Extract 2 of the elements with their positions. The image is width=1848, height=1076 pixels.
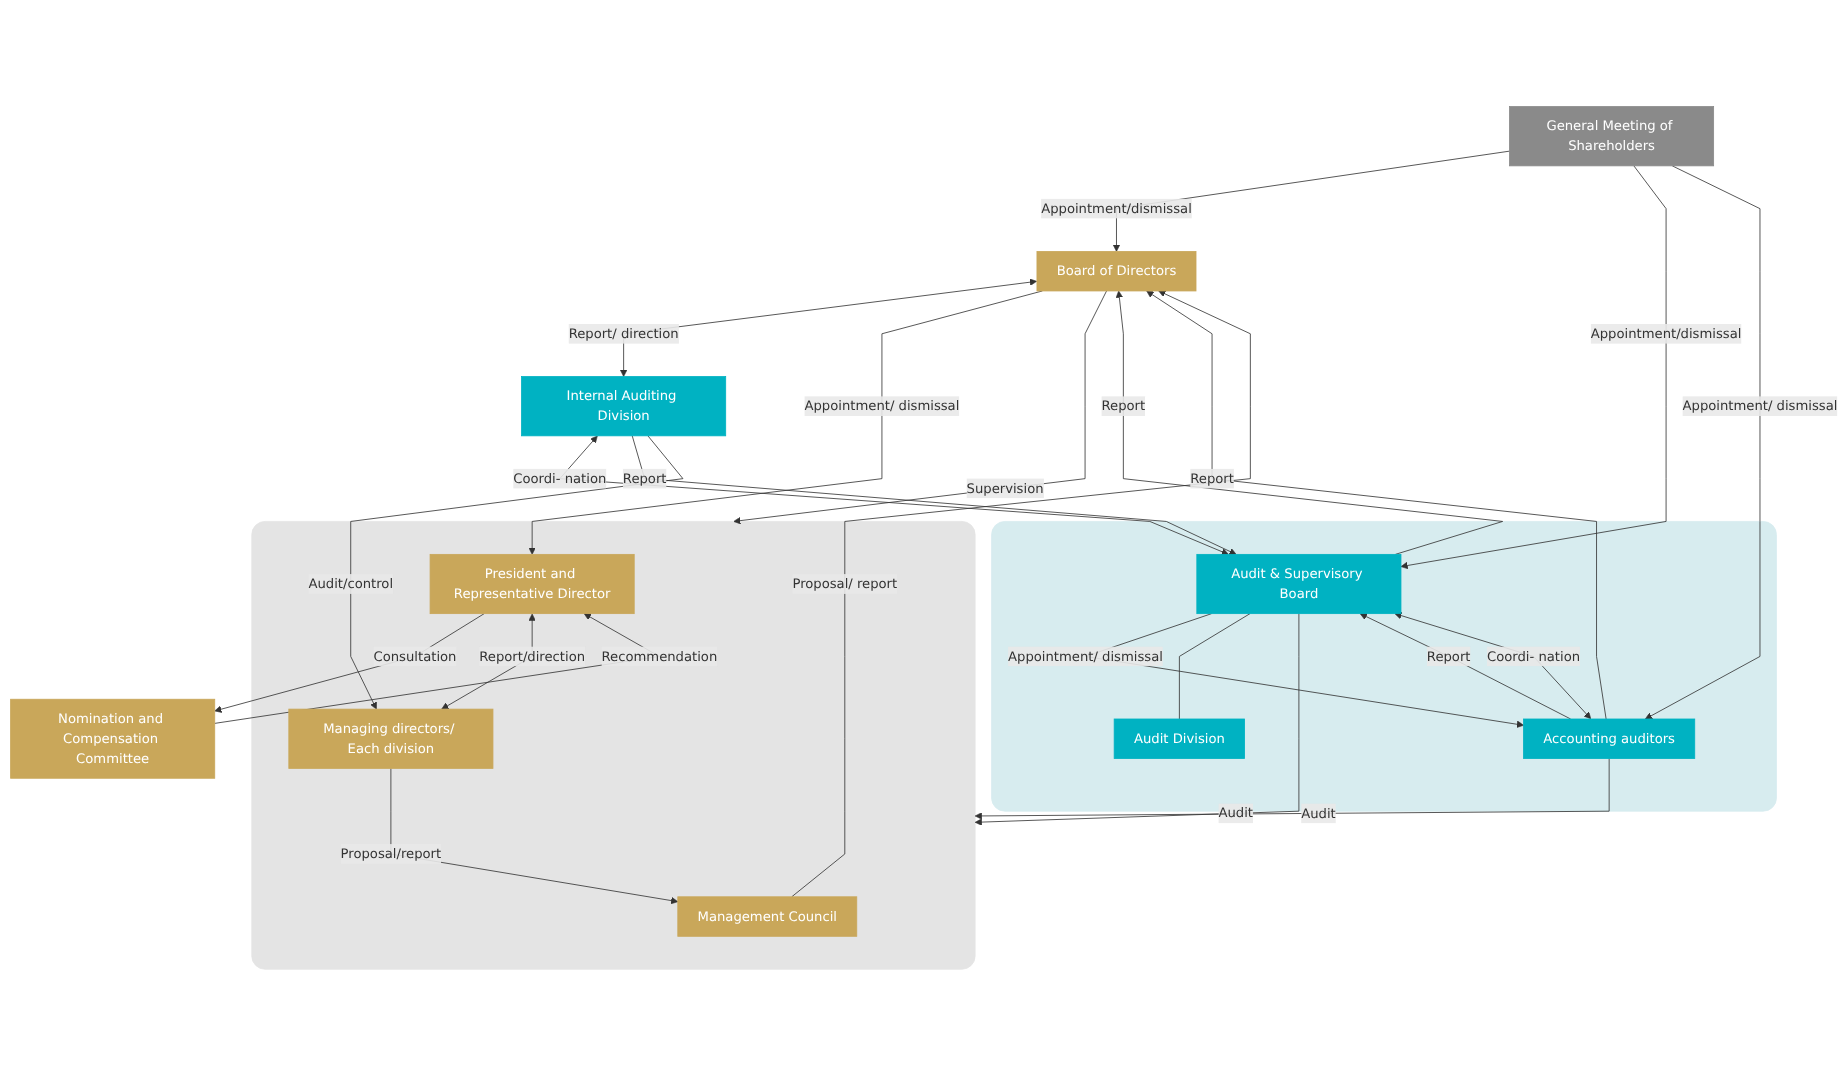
cluster <box>251 521 976 970</box>
connector <box>1178 613 1251 720</box>
